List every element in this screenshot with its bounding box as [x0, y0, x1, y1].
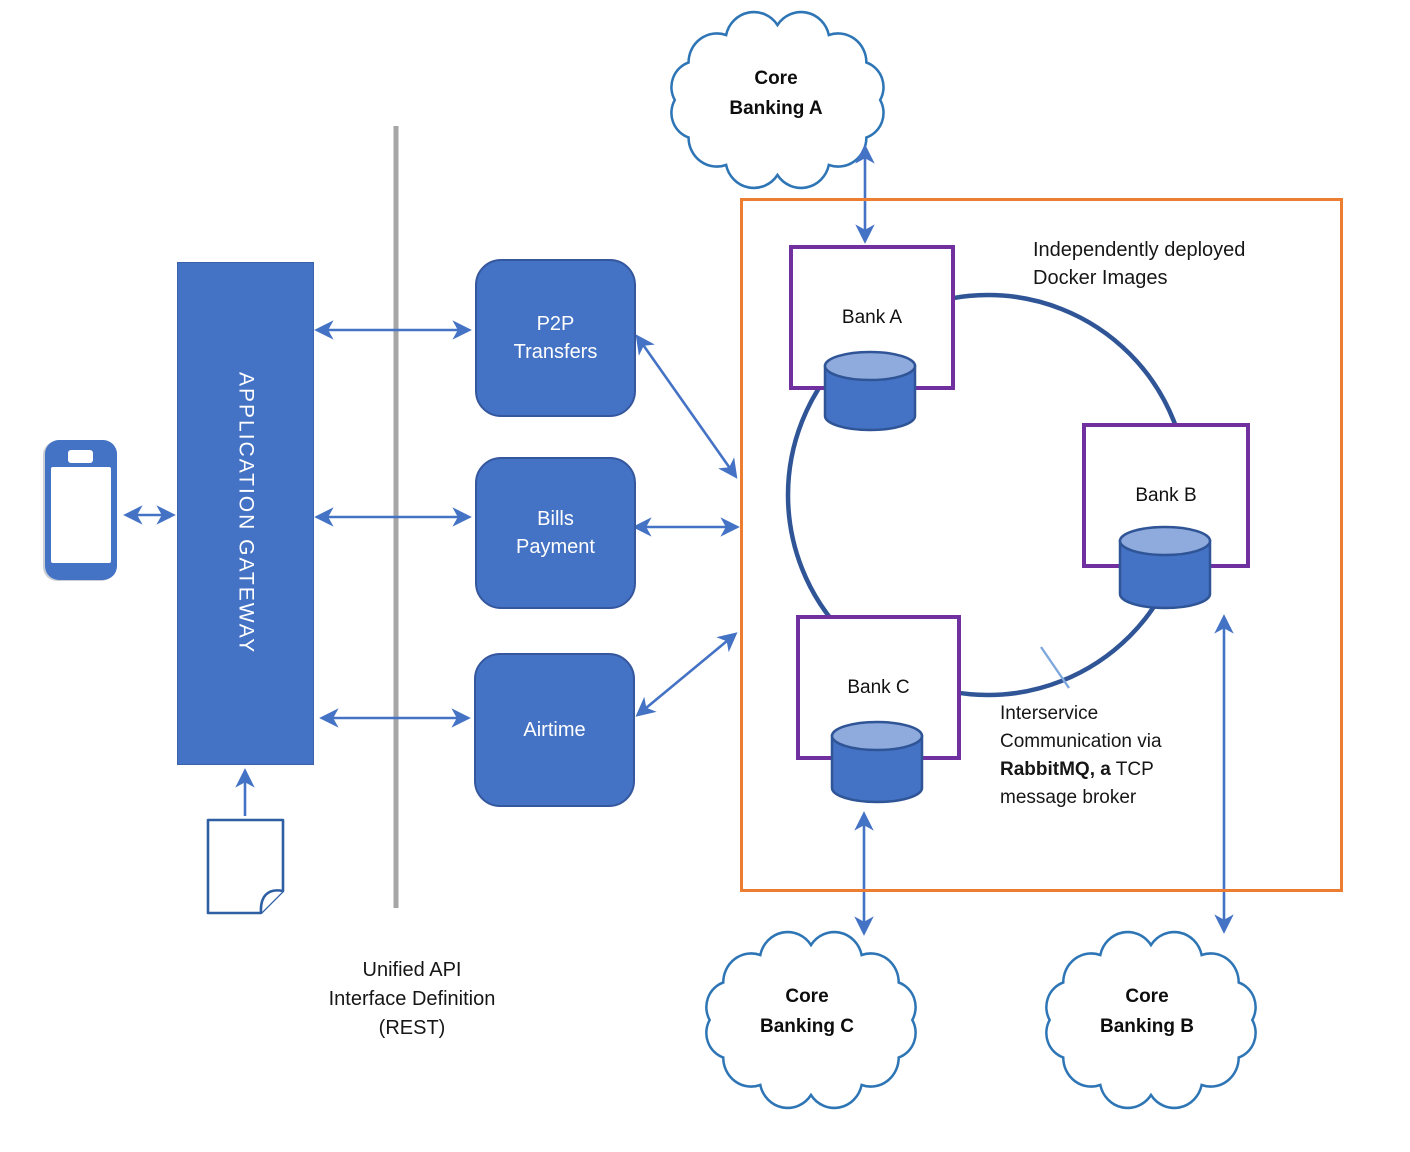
ring-callout-tick: [1040, 646, 1070, 689]
service-box-bills-payment: Bills Payment: [475, 457, 636, 609]
core-banking-c-label: Core Banking C: [700, 982, 914, 1042]
bank-a-label: Bank A: [841, 306, 903, 328]
cloud-label-line: Core: [1125, 986, 1169, 1007]
service-box-airtime: Airtime: [474, 653, 635, 807]
service-box-p2p-transfers: P2P Transfers: [475, 259, 636, 417]
rabbitmq-note: Interservice Communication via RabbitMQ,…: [1000, 700, 1220, 812]
application-gateway-label: APPLICATION GATEWAY: [234, 372, 258, 655]
docker-images-container: [740, 198, 1343, 892]
bank-b-label: Bank B: [1135, 484, 1197, 506]
cloud-label-line: Core: [785, 986, 829, 1007]
mobile-phone-icon: [45, 440, 117, 580]
bank-c-label: Bank C: [847, 676, 910, 698]
arrow-p2p-dockerbox: [635, 334, 738, 479]
cloud-label-line: Core: [754, 68, 798, 89]
cloud-label-line: Banking A: [729, 98, 823, 119]
rabbitmq-note-line: Communication via: [1000, 731, 1162, 752]
phone-speaker: [68, 450, 93, 463]
docker-note: Independently deployed Docker Images: [1033, 236, 1313, 292]
service-label-line: P2P: [536, 313, 575, 335]
service-label-line: Airtime: [523, 719, 586, 741]
rest-api-note-line: Interface Definition: [328, 988, 496, 1010]
service-label-line: Bills: [537, 508, 574, 530]
phone-screen: [51, 467, 111, 563]
bank-c-box: Bank C: [796, 615, 961, 760]
application-gateway-box: APPLICATION GATEWAY: [177, 262, 314, 765]
cloud-label-line: Banking B: [1100, 1016, 1194, 1037]
bank-a-box: Bank A: [789, 245, 955, 390]
service-label-line: Transfers: [513, 341, 598, 363]
docker-note-line: Independently deployed: [1033, 239, 1246, 261]
service-label-line: Payment: [516, 536, 595, 558]
rabbitmq-rest-text: TCP: [1110, 759, 1154, 780]
rabbitmq-note-line: Interservice: [1000, 703, 1099, 724]
rest-api-note-line: Unified API: [362, 959, 462, 981]
rabbitmq-note-line: RabbitMQ, a TCP: [1000, 756, 1220, 784]
bank-b-box: Bank B: [1082, 423, 1250, 568]
arrow-airtime-dockerbox: [635, 632, 738, 717]
rabbitmq-note-line: message broker: [1000, 787, 1137, 808]
rabbitmq-bold-text: RabbitMQ, a: [1000, 759, 1111, 780]
core-banking-a-label: Core Banking A: [665, 64, 887, 124]
rest-api-note-line: (REST): [378, 1017, 446, 1039]
core-banking-b-label: Core Banking B: [1040, 982, 1254, 1042]
docker-note-line: Docker Images: [1033, 267, 1168, 289]
api-spec-document-icon: [206, 818, 285, 915]
cloud-label-line: Banking C: [760, 1016, 854, 1037]
rest-api-note: Unified API Interface Definition (REST): [296, 956, 528, 1043]
